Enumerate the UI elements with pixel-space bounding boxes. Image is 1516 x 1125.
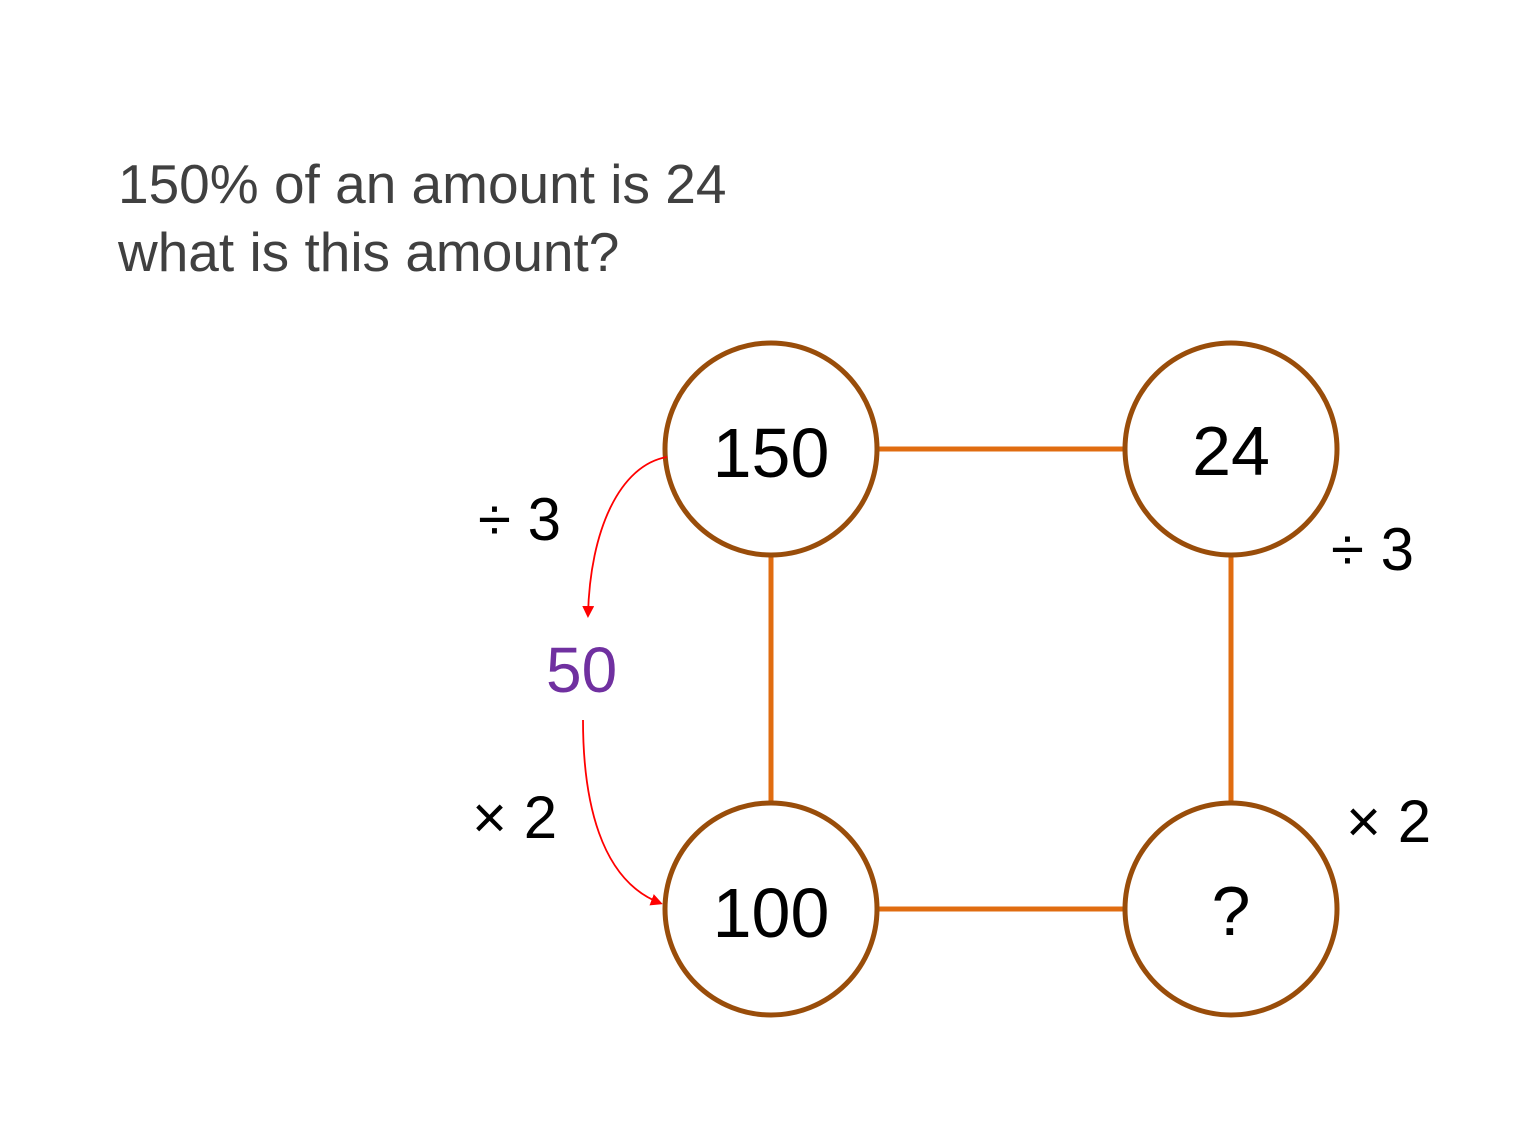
left-divide-label: ÷ 3: [478, 486, 561, 553]
node-circle-bottom-right: [1122, 800, 1340, 1018]
node-circle-top-left: [662, 340, 880, 558]
node-circle-top-right: [1122, 340, 1340, 558]
node-circle-bottom-left: [662, 800, 880, 1018]
node-bottom-right-value: ?: [1211, 872, 1251, 950]
left-multiply-label: × 2: [472, 784, 558, 851]
question-text: 150% of an amount is 24 what is this amo…: [118, 150, 726, 286]
arrow-multiply: [582, 719, 663, 906]
right-divide-label: ÷ 3: [1331, 516, 1414, 583]
node-top-left-value: 150: [712, 414, 830, 492]
arrow-divide: [582, 456, 668, 618]
node-top-right-value: 24: [1192, 412, 1270, 490]
node-bottom-left-value: 100: [712, 874, 830, 952]
intermediate-value: 50: [546, 634, 618, 706]
question-line-2: what is this amount?: [118, 221, 620, 283]
question-line-1: 150% of an amount is 24: [118, 153, 727, 215]
right-multiply-label: × 2: [1346, 788, 1432, 855]
